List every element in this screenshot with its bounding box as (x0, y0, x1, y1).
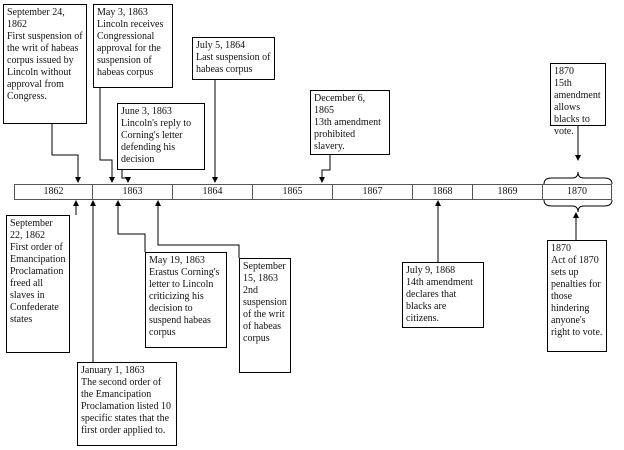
year-label: 1867 (333, 185, 413, 199)
event-text: 2nd suspension of the writ of habeas cor… (243, 285, 287, 344)
event-text: Erastus Corning's letter to Lincoln crit… (149, 267, 220, 338)
connector-e9 (115, 200, 146, 252)
event-box-e2: May 3, 1863 Lincoln receives Congression… (93, 4, 173, 88)
year-label: 1868 (413, 185, 473, 199)
connector-e1 (51, 124, 81, 183)
event-date: December 6, 1865 (314, 93, 366, 116)
year-label: 1865 (253, 185, 333, 199)
event-date: July 9, 1868 (406, 265, 456, 276)
event-date: May 19, 1863 (149, 255, 205, 266)
event-date: July 5, 1864 (196, 40, 246, 51)
event-date: January 1, 1863 (81, 365, 145, 376)
event-date: May 3, 1863 (97, 7, 148, 18)
event-box-e6: 1870 15th amendment allows blacks to vot… (550, 63, 606, 137)
event-box-e11: July 9, 1868 14th amendment declares tha… (402, 262, 484, 328)
event-box-e10: September 15, 1863 2nd suspension of the… (239, 258, 291, 373)
event-box-e12: 1870 Act of 1870 sets up penalties for t… (547, 240, 607, 352)
event-text: 14th amendment declares that blacks are … (406, 277, 473, 324)
connector-e5 (319, 155, 331, 183)
year-label: 1869 (473, 185, 543, 199)
bracket-1870 (543, 171, 613, 213)
event-text: Lincoln's reply to Corning's letter defe… (121, 118, 192, 165)
event-text: Act of 1870 sets up penalties for those … (551, 255, 603, 338)
event-text: First suspension of the writ of habeas c… (7, 31, 83, 102)
event-box-e4: July 5, 1864 Last suspension of habeas c… (192, 37, 275, 80)
event-box-e3: June 3, 1863 Lincoln's reply to Corning'… (117, 103, 205, 170)
event-text: Last suspension of habeas corpus (196, 52, 271, 75)
event-box-e5: December 6, 1865 13th amendment prohibit… (310, 90, 390, 155)
event-text: 13th amendment prohibited slavery. (314, 117, 381, 152)
event-box-e9: May 19, 1863 Erastus Corning's letter to… (145, 252, 227, 348)
year-label: 1864 (173, 185, 253, 199)
year-label: 1863 (93, 185, 173, 199)
connector-e10 (155, 200, 240, 258)
event-date: 1870 (554, 66, 574, 77)
event-text: 15th amendment allows blacks to vote. (554, 78, 601, 137)
connector-e3 (121, 170, 131, 183)
event-date: September 22, 1862 (10, 218, 53, 241)
connector-e2 (99, 88, 115, 183)
event-date: September 15, 1863 (243, 261, 286, 284)
year-label: 1870 (567, 186, 587, 197)
event-box-e1: September 24, 1862 First suspension of t… (3, 4, 87, 124)
event-text: The second order of the Emancipation Pro… (81, 377, 171, 436)
timeline-axis: 1862 1863 1864 1865 1867 1868 1869 1870 (14, 184, 612, 200)
year-label: 1862 (15, 185, 93, 199)
event-date: September 24, 1862 (7, 7, 65, 30)
event-box-e8: January 1, 1863 The second order of the … (77, 362, 177, 446)
event-box-e7: September 22, 1862 First order of Emanci… (6, 215, 70, 353)
event-date: 1870 (551, 243, 571, 254)
event-text: Lincoln receives Congressional approval … (97, 19, 164, 78)
event-date: June 3, 1863 (121, 106, 172, 117)
event-text: First order of Emancipation Proclamation… (10, 242, 66, 325)
